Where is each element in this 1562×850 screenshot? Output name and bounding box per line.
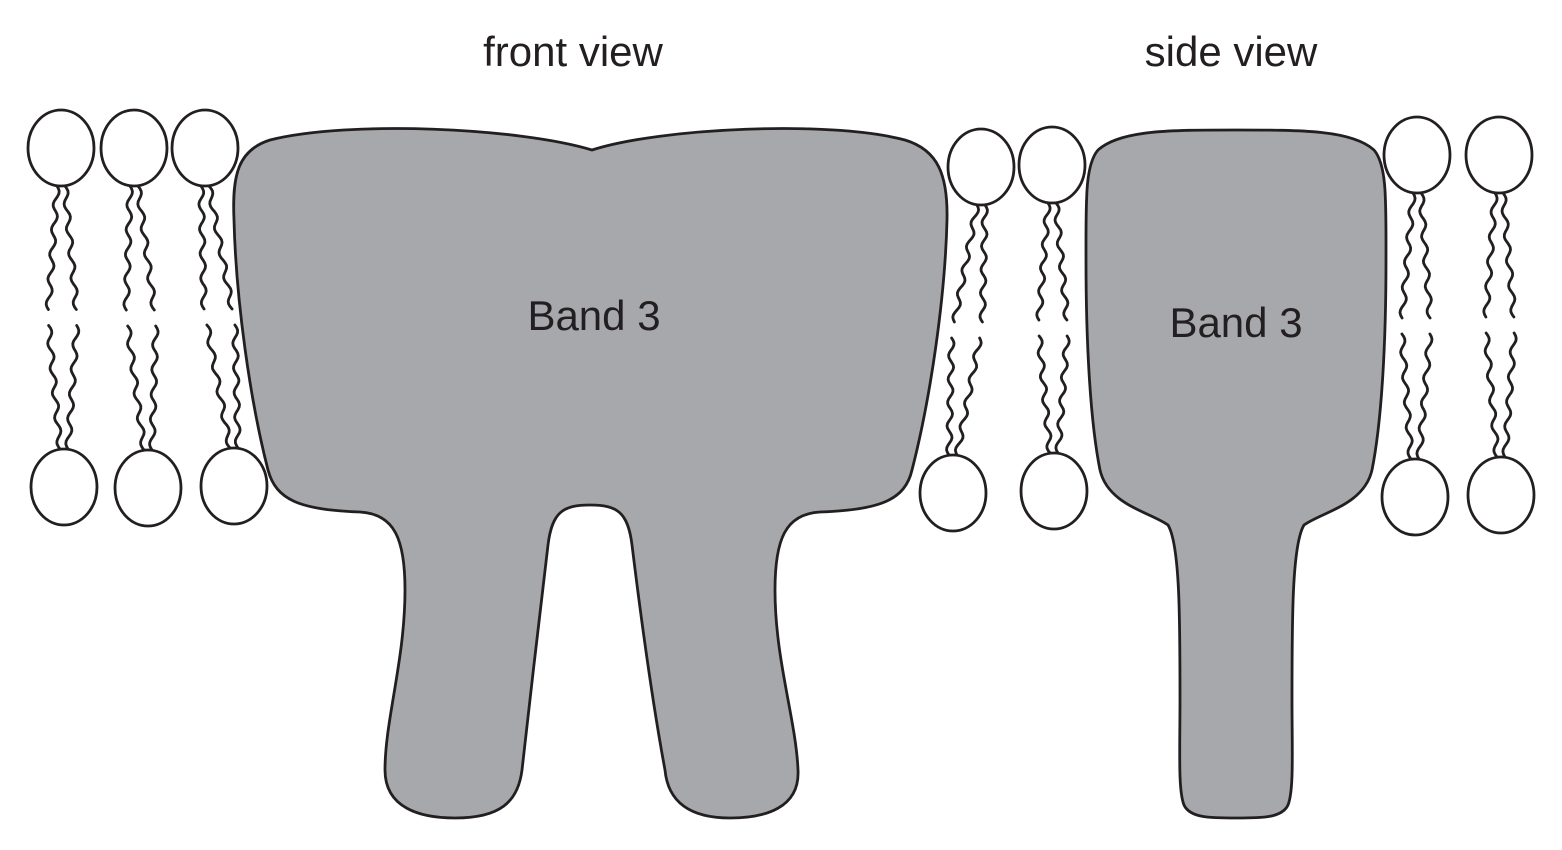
phospholipid-head [199, 446, 269, 526]
lipid-tail [945, 336, 956, 457]
phospholipid-head [99, 108, 169, 188]
phospholipid-head [946, 127, 1016, 207]
phospholipid-head [1464, 115, 1534, 195]
lipid-tail [205, 323, 232, 450]
lipid-tail [64, 324, 81, 451]
band3-side-label: Band 3 [1169, 299, 1302, 346]
lipid-tail [1482, 191, 1499, 319]
band3-side-view-shape [1084, 128, 1388, 820]
phospholipid-head [1017, 125, 1087, 205]
lipid-tail [231, 323, 242, 450]
lipid-tail [1415, 332, 1434, 461]
lipid-tail [1036, 334, 1053, 455]
band3-front-label: Band 3 [527, 292, 660, 339]
lipid-tail [148, 324, 160, 452]
lipid-bilayer [26, 108, 1536, 537]
lipid-tail [136, 184, 156, 312]
phospholipid-head [1380, 457, 1450, 537]
front-view-title: front view [483, 28, 663, 75]
lipid-tail [197, 184, 208, 311]
phospholipid-head [29, 447, 99, 527]
lipid-tail [1399, 332, 1414, 461]
lipid-tail [1500, 191, 1517, 319]
lipid-tail [1054, 334, 1071, 455]
lipid-tail [44, 184, 61, 311]
lipid-tail [978, 203, 989, 324]
lipid-tail [1418, 191, 1433, 320]
phospholipid-head [1019, 451, 1089, 531]
phospholipid-head [1382, 115, 1452, 195]
phospholipid-head [1466, 455, 1536, 535]
lipid-tail [207, 184, 234, 311]
phospholipid-head [113, 448, 183, 528]
lipid-tail [1483, 331, 1500, 459]
lipid-tail [1035, 201, 1052, 322]
lipid-tail [1501, 331, 1518, 459]
lipid-tail [62, 184, 79, 311]
lipid-tail [126, 324, 146, 452]
lipid-tail [954, 336, 983, 457]
lipid-tail [122, 184, 134, 312]
side-view-title: side view [1145, 28, 1318, 75]
phospholipid-head [918, 453, 988, 533]
band3-front-view-shape [232, 127, 949, 820]
lipid-tail [951, 203, 980, 324]
lipid-tail [1398, 191, 1417, 320]
lipid-tail [1053, 201, 1070, 322]
phospholipid-head [170, 108, 240, 188]
lipid-tail [46, 324, 63, 451]
phospholipid-head [26, 108, 96, 188]
